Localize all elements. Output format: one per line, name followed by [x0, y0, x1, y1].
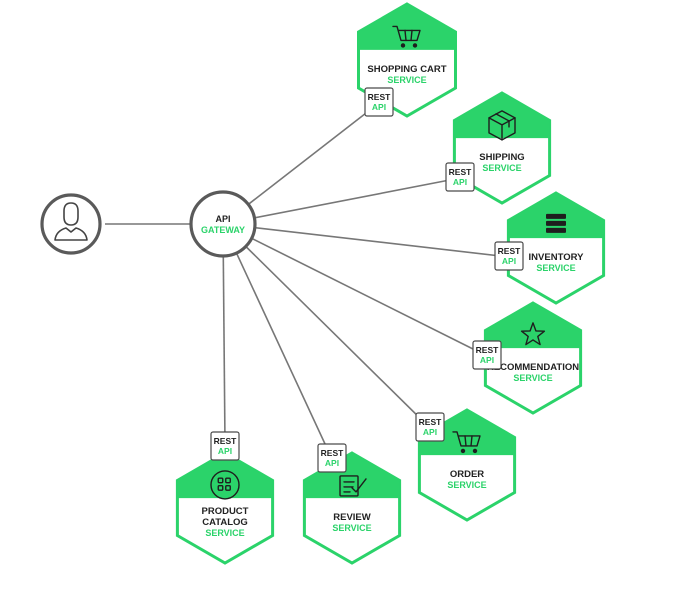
service-sublabel: SERVICE	[387, 75, 426, 85]
client-circle	[40, 193, 102, 255]
connectors	[105, 102, 510, 460]
service-hexagon-cap	[454, 93, 550, 139]
service-name: SHIPPING	[479, 152, 524, 163]
api-label: API	[325, 458, 339, 468]
review-icon	[339, 475, 367, 497]
service-name: INVENTORY	[529, 252, 585, 263]
api-label: API	[502, 256, 516, 266]
service-sublabel: SERVICE	[205, 528, 244, 538]
service-hexagon-body	[423, 458, 511, 518]
cart-icon	[452, 431, 481, 454]
rest-label: REST	[476, 345, 499, 355]
rest-api-badge-box	[415, 412, 445, 442]
api-gateway-node: API GATEWAY	[189, 190, 257, 258]
rest-api-badge-box	[445, 162, 475, 192]
rest-api-badge-box	[494, 241, 524, 271]
service-hexagon-body	[308, 501, 396, 561]
cart-icon	[392, 25, 421, 48]
gateway-review-line	[222, 223, 333, 460]
rest-label: REST	[419, 417, 442, 427]
rest-label: REST	[214, 436, 237, 446]
gateway-circle	[189, 190, 257, 258]
gateway-product-catalog-line	[222, 223, 226, 445]
service-name: RECOMMENDATION	[487, 362, 579, 373]
rest-label: REST	[368, 92, 391, 102]
client-node	[40, 193, 102, 255]
rest-label: REST	[449, 167, 472, 177]
service-sublabel: SERVICE	[447, 480, 486, 490]
api-label: API	[453, 177, 467, 187]
service-name: ORDER	[450, 469, 484, 480]
gateway-recommendation-line	[222, 223, 488, 357]
rest-api-badge-box	[472, 340, 502, 370]
gateway-label: API	[215, 214, 230, 224]
gateway-order-line	[222, 223, 431, 429]
gateway-sublabel: GATEWAY	[201, 225, 245, 235]
services: SHOPPING CARTSERVICESHIPPINGSERVICEINVEN…	[175, 2, 606, 565]
service-sublabel: SERVICE	[536, 263, 575, 273]
service-hexagon-body	[458, 141, 546, 201]
service-name: REVIEW	[333, 512, 371, 523]
api-label: API	[480, 355, 494, 365]
service-sublabel: SERVICE	[332, 523, 371, 533]
api-label: API	[218, 446, 232, 456]
rest-label: REST	[498, 246, 521, 256]
api-label: API	[423, 427, 437, 437]
service-hexagon-body	[512, 241, 600, 301]
service-name: PRODUCT	[202, 506, 249, 517]
box-icon	[488, 110, 516, 141]
gateway-inventory-line	[222, 223, 510, 258]
service-name: SHOPPING CART	[367, 64, 446, 75]
service-hexagon-cap	[358, 4, 456, 50]
rest-api-badge-box	[317, 443, 347, 473]
gateway-shipping-line	[222, 177, 461, 225]
service-name: CATALOG	[202, 517, 248, 528]
user-icon	[54, 202, 88, 241]
service-hexagon-cap	[485, 303, 581, 349]
rest-api-badge-box	[364, 87, 394, 117]
api-label: API	[372, 102, 386, 112]
service-sublabel: SERVICE	[482, 163, 521, 173]
service-sublabel: SERVICE	[513, 373, 552, 383]
stack-icon	[546, 213, 566, 233]
service-hexagon-cap	[419, 410, 515, 456]
rest-api-badges: RESTAPIRESTAPIRESTAPIRESTAPIRESTAPIRESTA…	[210, 87, 524, 473]
service-hexagon-body	[181, 501, 269, 561]
rest-api-badge-box	[210, 431, 240, 461]
rest-label: REST	[321, 448, 344, 458]
star-icon	[520, 322, 546, 346]
grid-icon	[210, 470, 240, 500]
service-hexagon-body	[489, 351, 577, 411]
